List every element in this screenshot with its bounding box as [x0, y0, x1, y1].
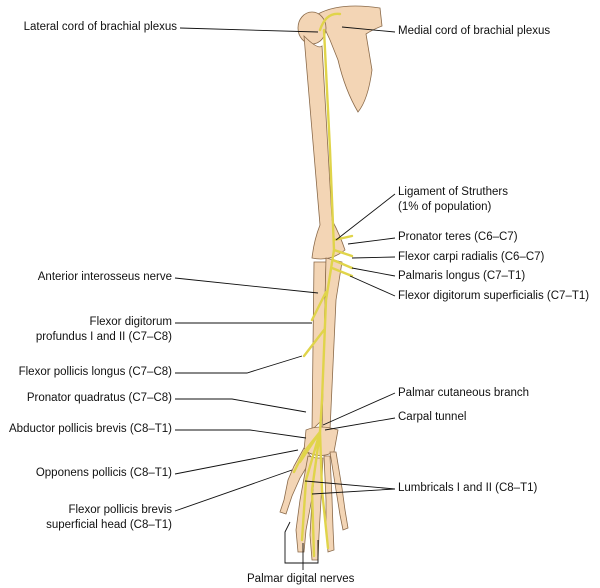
scapula — [317, 5, 383, 113]
label-opponens: Opponens pollicis (C8–T1) — [35, 467, 172, 479]
leader-lines — [174, 26, 396, 570]
little-finger — [329, 451, 349, 531]
label-palmar-cutaneous: Palmar cutaneous branch — [398, 387, 530, 399]
label-carpal-tunnel: Carpal tunnel — [398, 411, 467, 423]
label-palmar-digital: Palmar digital nerves — [247, 573, 355, 585]
label-fdp-line1: Flexor digitorum — [89, 316, 172, 328]
label-fdp: Flexor digitorum profundus I and II (C7–… — [36, 315, 172, 345]
label-pronator-quadratus: Pronator quadratus (C7–C8) — [26, 392, 172, 404]
label-lateral-cord: Lateral cord of brachial plexus — [23, 21, 177, 33]
label-palmaris: Palmaris longus (C7–T1) — [398, 270, 526, 282]
label-fdp-line2: profundus I and II (C7–C8) — [35, 331, 172, 343]
label-anterior-interosseus: Anterior interosseus nerve — [37, 271, 172, 283]
label-fpb-line1: Flexor pollicis brevis — [68, 504, 172, 516]
median-nerve — [292, 12, 354, 558]
label-fpb-line2: superficial head (C8–T1) — [46, 519, 172, 531]
label-struthers-line1: Ligament of Struthers — [398, 186, 508, 198]
label-lumbricals: Lumbricals I and II (C8–T1) — [398, 482, 538, 494]
label-struthers: Ligament of Struthers (1% of population) — [398, 185, 508, 215]
label-fpl: Flexor pollicis longus (C7–C8) — [18, 366, 172, 378]
label-fpb: Flexor pollicis brevis superficial head … — [46, 503, 172, 533]
label-struthers-line2: (1% of population) — [398, 201, 492, 213]
humerus — [303, 34, 346, 260]
label-fds: Flexor digitorum superficialis (C7–T1) — [398, 290, 590, 302]
label-pronator-teres: Pronator teres (C6–C7) — [398, 231, 518, 243]
label-medial-cord: Medial cord of brachial plexus — [398, 25, 551, 37]
ring-finger — [323, 455, 335, 553]
label-apb: Abductor pollicis brevis (C8–T1) — [9, 423, 172, 435]
label-fcr: Flexor carpi radialis (C6–C7) — [398, 251, 545, 263]
